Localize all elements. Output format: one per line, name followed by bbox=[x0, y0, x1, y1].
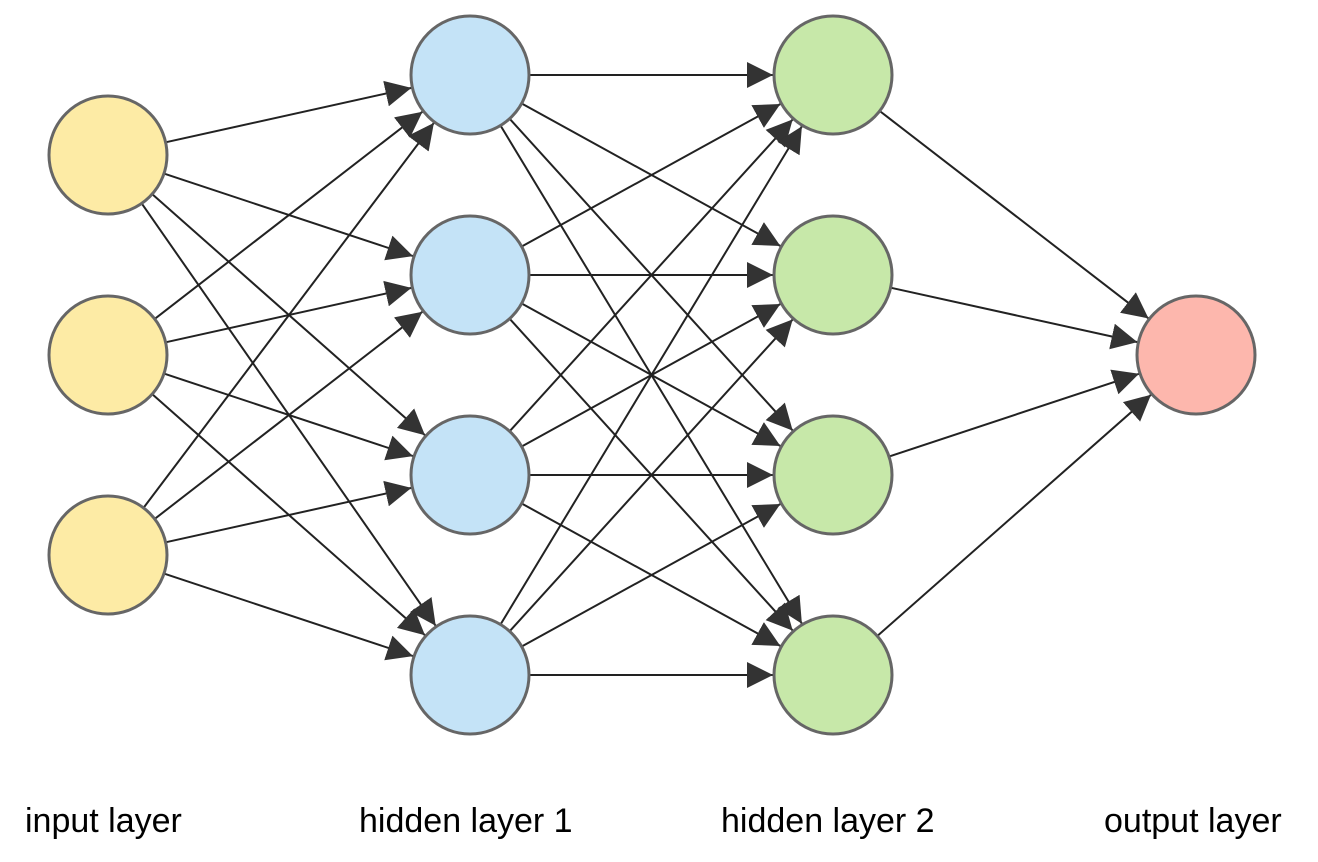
connections bbox=[140, 62, 1152, 688]
edge-input-3-to-hidden1-1 bbox=[142, 122, 435, 509]
edge-hidden2-1-to-output-1 bbox=[879, 110, 1150, 320]
hidden2-neuron-3 bbox=[772, 414, 894, 536]
hidden1-neuron-3 bbox=[409, 414, 531, 536]
edge-hidden1-4-to-hidden2-1 bbox=[499, 125, 803, 626]
hidden1-neuron-1 bbox=[409, 14, 531, 136]
edge-input-3-to-hidden1-2 bbox=[154, 310, 424, 520]
edge-hidden1-3-to-hidden2-1 bbox=[508, 118, 794, 432]
edge-hidden1-2-to-hidden2-1 bbox=[521, 103, 781, 248]
edge-input-2-to-hidden1-1 bbox=[154, 110, 424, 320]
hidden1-neuron-2 bbox=[409, 214, 531, 336]
hidden-layer-1-label: hidden layer 1 bbox=[359, 802, 573, 840]
input-neuron-3 bbox=[47, 494, 169, 616]
input-neuron-2 bbox=[47, 294, 169, 416]
edge-hidden1-4-to-hidden2-3 bbox=[521, 503, 781, 648]
hidden2-neuron-1 bbox=[772, 14, 894, 136]
hidden2-neuron-2 bbox=[772, 214, 894, 336]
hidden-layer-2-label: hidden layer 2 bbox=[721, 802, 935, 840]
edge-input-3-to-hidden1-3 bbox=[165, 480, 412, 544]
edge-hidden2-4-to-output-1 bbox=[876, 393, 1152, 637]
input-layer-label: input layer bbox=[25, 802, 182, 840]
output-layer-label: output layer bbox=[1104, 802, 1282, 840]
hidden2-neuron-4 bbox=[772, 614, 894, 736]
edge-hidden2-2-to-output-1 bbox=[890, 286, 1138, 350]
input-neuron-1 bbox=[47, 94, 169, 216]
neurons bbox=[47, 14, 1257, 736]
edge-hidden2-3-to-output-1 bbox=[888, 369, 1140, 458]
output-neuron-1 bbox=[1135, 294, 1257, 416]
edge-input-3-to-hidden1-4 bbox=[163, 572, 414, 661]
edge-hidden1-4-to-hidden2-2 bbox=[508, 318, 794, 632]
edge-input-1-to-hidden1-1 bbox=[165, 80, 412, 144]
hidden1-neuron-4 bbox=[409, 614, 531, 736]
